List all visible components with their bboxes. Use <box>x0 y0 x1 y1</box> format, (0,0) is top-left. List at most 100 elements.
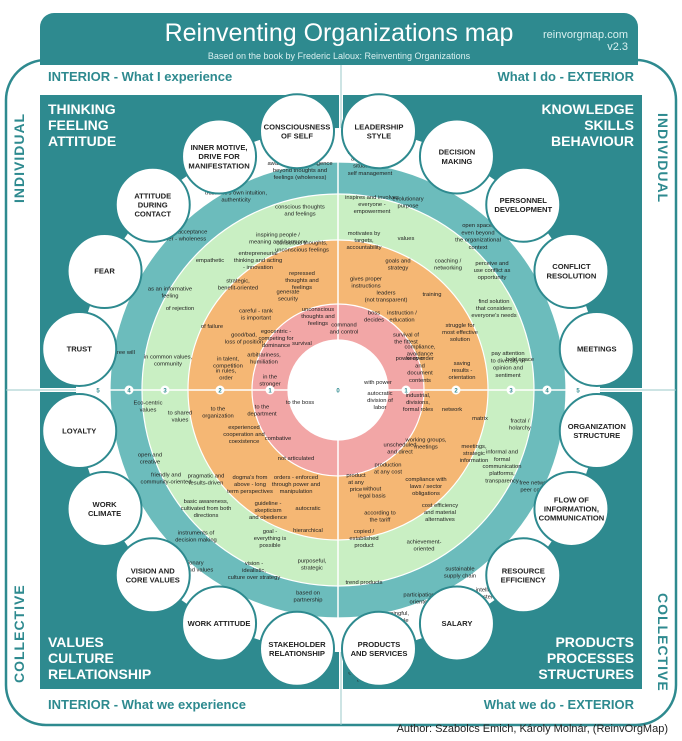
quadrant-header-bottom-left: INTERIOR - What we experience <box>48 697 246 712</box>
ring-annotation: command and control <box>330 322 359 335</box>
ring-annotation: coaching /networking <box>434 258 462 271</box>
ring-annotation-line: participation- <box>403 592 436 598</box>
ring-annotation-line: command <box>331 322 356 328</box>
ring-annotation-line: oriented <box>410 600 431 606</box>
ring-annotation-line: free networking, <box>519 480 561 486</box>
version-label: v2.3 <box>607 41 628 53</box>
ring-annotation-line: generate <box>277 289 300 295</box>
ring-annotation-line: informal and <box>486 450 518 456</box>
ring-annotation-line: established <box>349 536 378 542</box>
ring-annotation-line: formal <box>494 457 510 463</box>
site-info: reinvorgmap.com v2.3 <box>543 29 628 53</box>
ring-annotation-line: not articulated <box>278 456 314 462</box>
topic-circle-shape <box>114 537 191 614</box>
topic-circle-line: EFFICIENCY <box>501 575 546 584</box>
ring-annotation-line: department <box>247 412 277 418</box>
axis-marker: 2 <box>451 385 461 395</box>
ring-annotation: working groups,meetings <box>405 437 447 450</box>
ring-annotation-line: everyone - <box>358 202 385 208</box>
ring-annotation-line: hold space <box>506 357 534 363</box>
topic-circle[interactable]: TRUST <box>41 311 118 388</box>
ring-annotation: to the boss <box>286 400 314 406</box>
ring-annotation-line: achievement- <box>407 539 442 545</box>
axis-marker: 0 <box>333 385 343 395</box>
axis-marker: 5 <box>93 385 103 395</box>
ring-annotation-line: strategic, <box>226 278 250 284</box>
axis-marker-dot <box>451 385 461 395</box>
ring-annotation: vision -idealistic,culture over strategy <box>228 561 281 581</box>
quadrant-header-top-left: INTERIOR - What I experience <box>48 69 233 84</box>
ring-annotation-line: conscious thoughts <box>275 204 325 210</box>
axis-marker-dot <box>542 385 552 395</box>
ring-annotation-line: stronger <box>259 382 280 388</box>
topic-circle[interactable]: FEAR <box>66 233 143 310</box>
ring-annotation-line: term perspectives <box>227 489 273 495</box>
ring-annotation-line: dominance <box>262 343 290 349</box>
ring-annotation-line: of failure <box>201 324 223 330</box>
topic-circle-line: FLOW OF <box>554 495 589 504</box>
ring-annotation-line: copied / <box>354 529 375 535</box>
topic-circle[interactable]: MEETINGS <box>558 311 635 388</box>
ring-annotation-line: and control <box>330 330 359 336</box>
ring-annotation-line: as an informative <box>148 286 192 292</box>
topic-circle[interactable]: WORK ATTITUDE <box>181 585 258 662</box>
topic-circle-shape <box>485 537 562 614</box>
topic-circle-line: COMMUNICATION <box>539 514 605 523</box>
axis-marker-dot <box>333 385 343 395</box>
ring-annotation-line: inspiring people / <box>256 232 300 238</box>
ring-annotation-line: to shared <box>168 410 192 416</box>
axis-number: 4 <box>127 389 131 395</box>
ring-annotation-line: sustainable <box>445 566 474 572</box>
topic-circle-line: FEAR <box>94 267 115 276</box>
ring-annotation-line: everyone's needs <box>471 313 516 319</box>
corner-line: KNOWLEDGE <box>541 101 634 117</box>
topic-circle-label: FEAR <box>94 267 115 276</box>
ring-annotation: in talent,competition <box>213 356 243 369</box>
topic-circle[interactable]: SALARY <box>418 585 495 662</box>
topic-circle-line: VISION AND <box>131 566 176 575</box>
axis-number: 1 <box>268 389 272 395</box>
ring-annotation-line: culture over strategy <box>228 575 281 581</box>
ring-annotation-line: hierarchical <box>293 528 323 534</box>
ring-annotation-line: training <box>422 292 441 298</box>
ring-annotation-line: decision making <box>175 538 217 544</box>
ring-annotation-line: communication <box>483 464 522 470</box>
ring-annotation-line: of rejection <box>166 306 194 312</box>
ring-annotation-line: everything is <box>254 536 287 542</box>
ring-annotation-line: at any cost <box>374 470 402 476</box>
site-url[interactable]: reinvorgmap.com <box>543 29 628 41</box>
axis-number: 0 <box>336 389 340 395</box>
ring-annotation-line: of other - wholeness <box>154 237 206 243</box>
ring-annotation-line: document <box>407 371 433 377</box>
ring-annotation-line: repressed <box>289 271 315 277</box>
topic-circle[interactable]: LOYALTY <box>41 392 118 469</box>
ring-annotation-line: thoughts and <box>285 278 319 284</box>
ring-annotation-line: motivates by <box>348 231 381 237</box>
